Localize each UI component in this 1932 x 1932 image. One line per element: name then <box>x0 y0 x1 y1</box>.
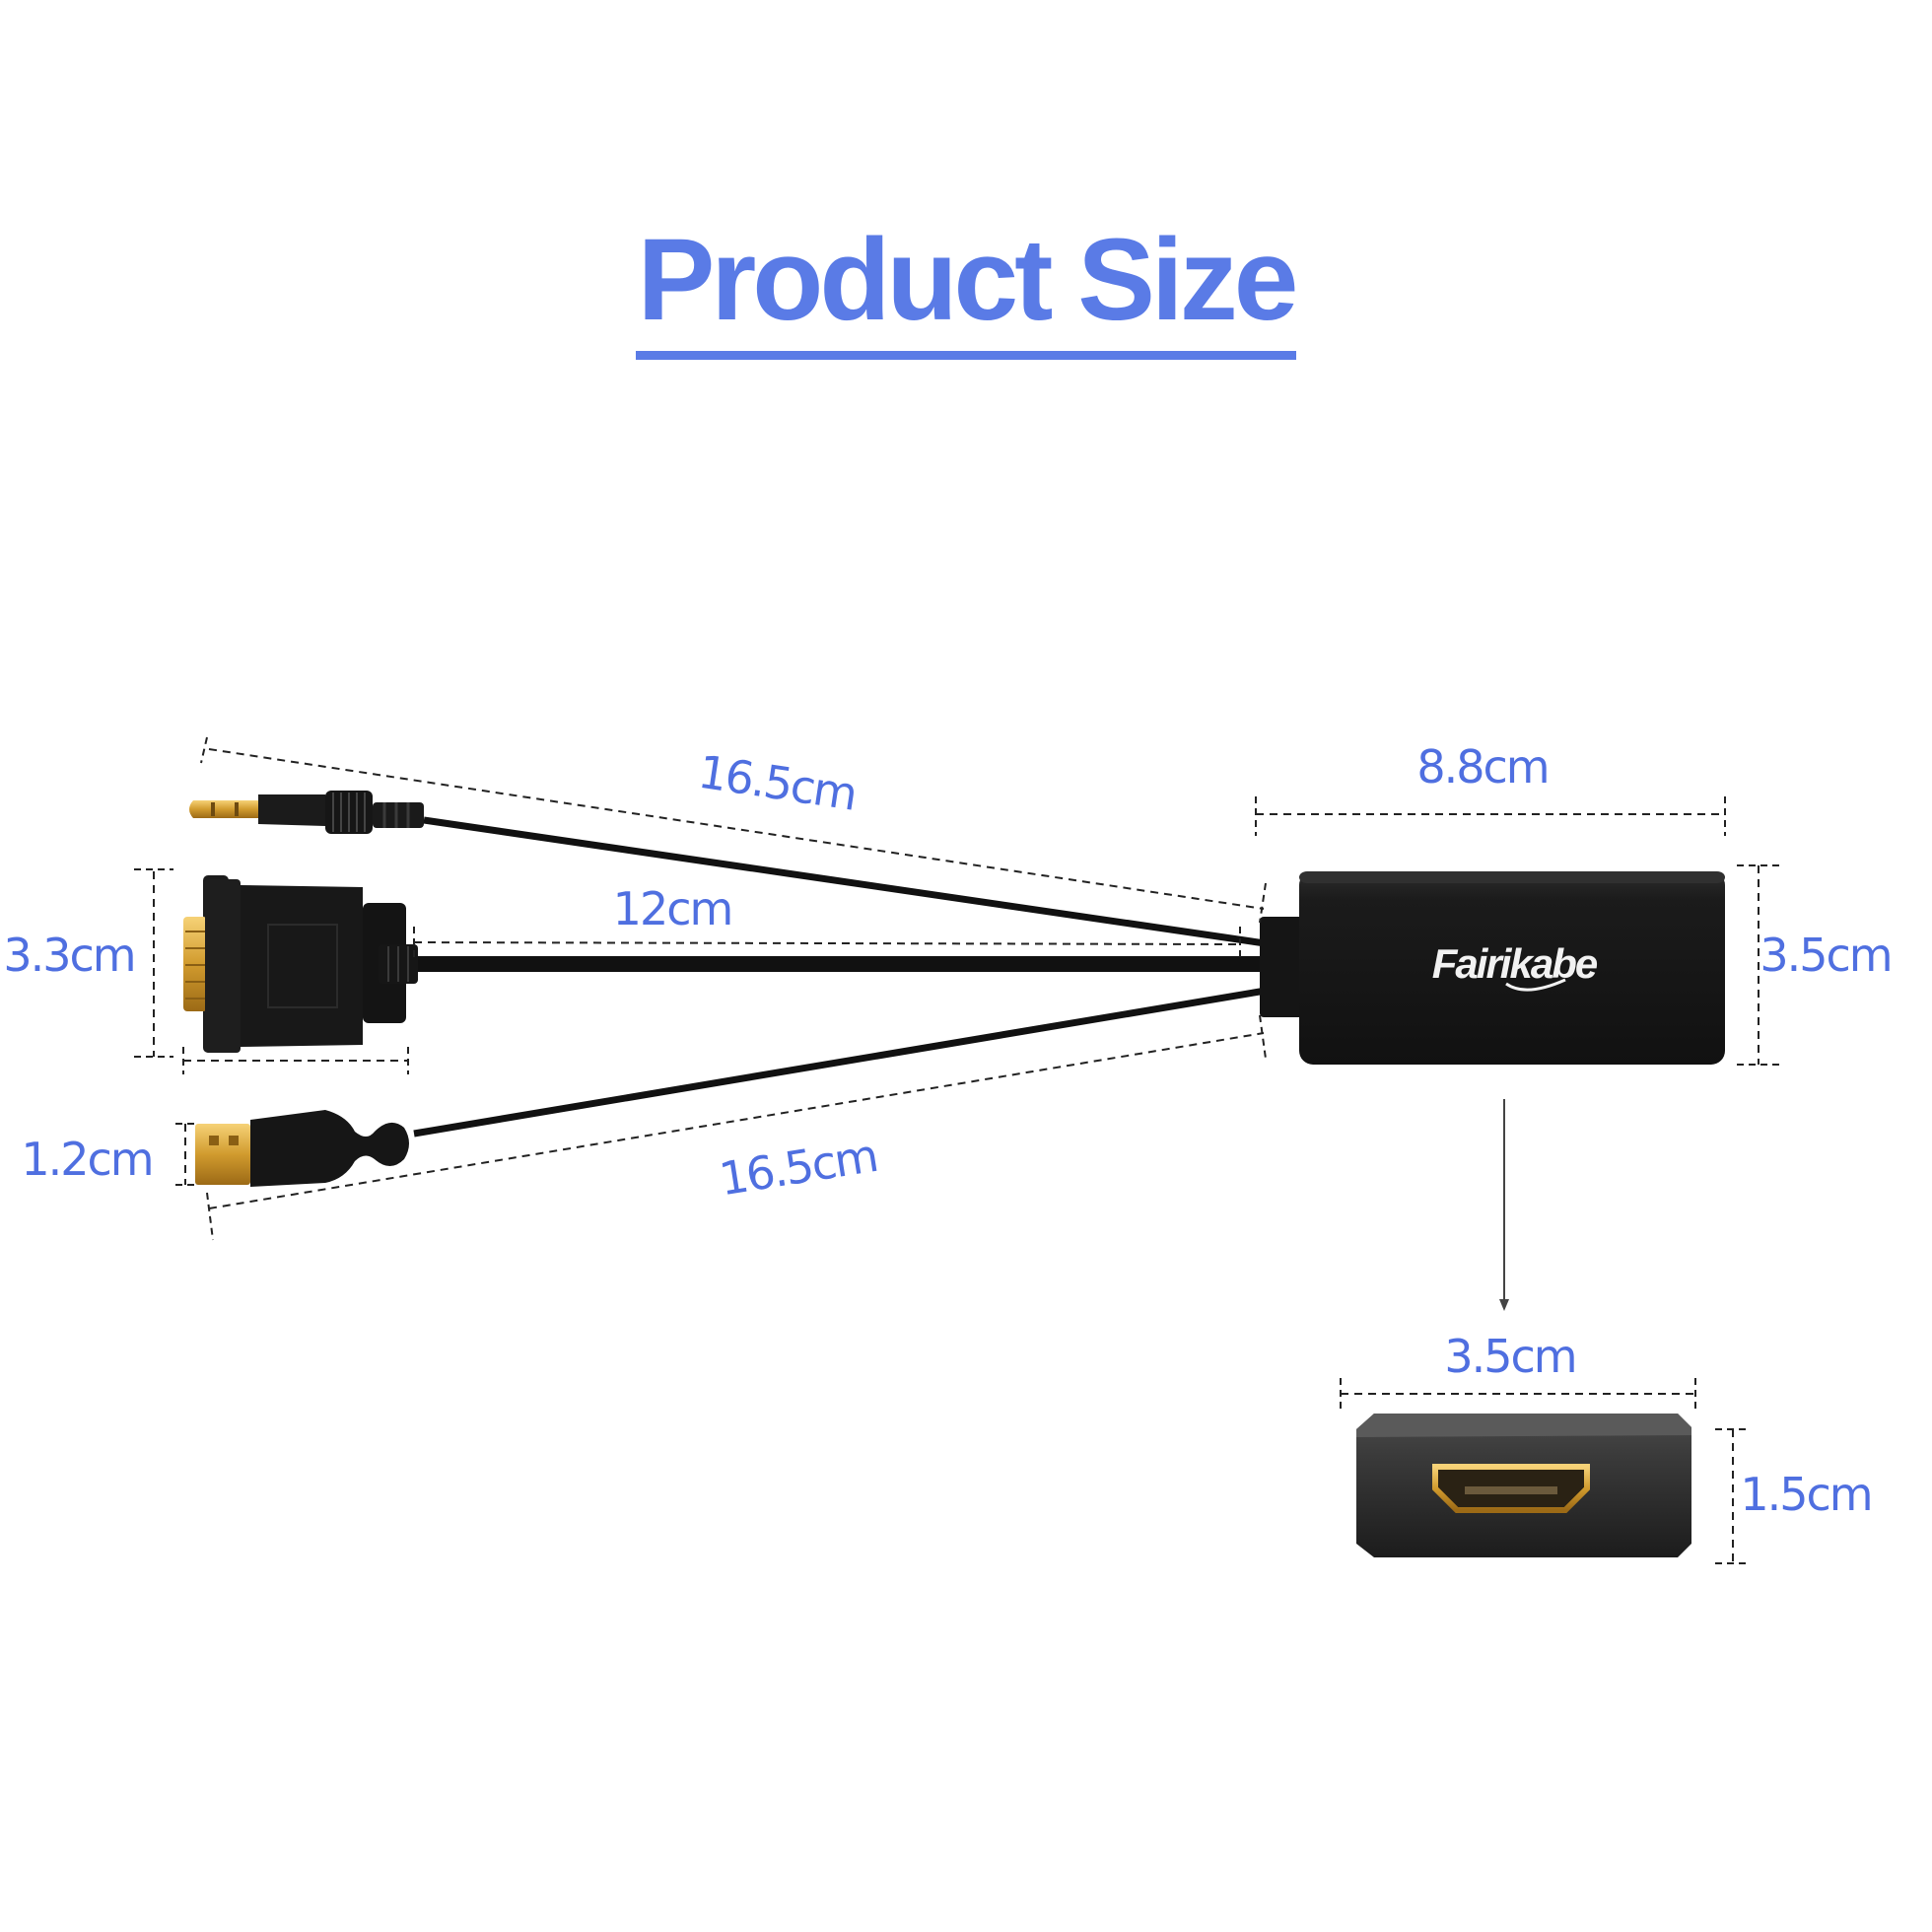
box-length-label: 8.8cm <box>1416 740 1548 794</box>
usb-cable <box>413 986 1273 1138</box>
audio-cable <box>423 816 1273 948</box>
cable-collar <box>1260 917 1303 1017</box>
converter-box: Fairikabe <box>1299 871 1725 1065</box>
dimension-lines <box>134 736 1780 1564</box>
hdmi-port-view <box>1356 1414 1691 1557</box>
vga-cable-length-label: 12cm <box>613 882 732 935</box>
audio-jack-plug <box>189 791 424 834</box>
vga-height-label: 3.3cm <box>3 929 134 982</box>
audio-cable-length-label: 16.5cm <box>695 745 860 821</box>
box-height-label: 3.5cm <box>1760 929 1891 982</box>
port-width-label: 3.5cm <box>1444 1330 1575 1383</box>
vga-connector <box>183 875 418 1053</box>
port-height-label: 1.5cm <box>1740 1468 1871 1521</box>
usb-height-label: 1.2cm <box>21 1133 152 1186</box>
title-block: Product Size <box>0 216 1932 360</box>
page-title: Product Size <box>635 216 1298 360</box>
usb-plug <box>195 1110 409 1187</box>
usb-cable-length-label: 16.5cm <box>716 1129 880 1206</box>
cables <box>404 816 1303 1138</box>
vga-cable <box>404 956 1272 972</box>
arrow <box>1499 1099 1509 1311</box>
brand-logo: Fairikabe <box>1432 940 1598 987</box>
